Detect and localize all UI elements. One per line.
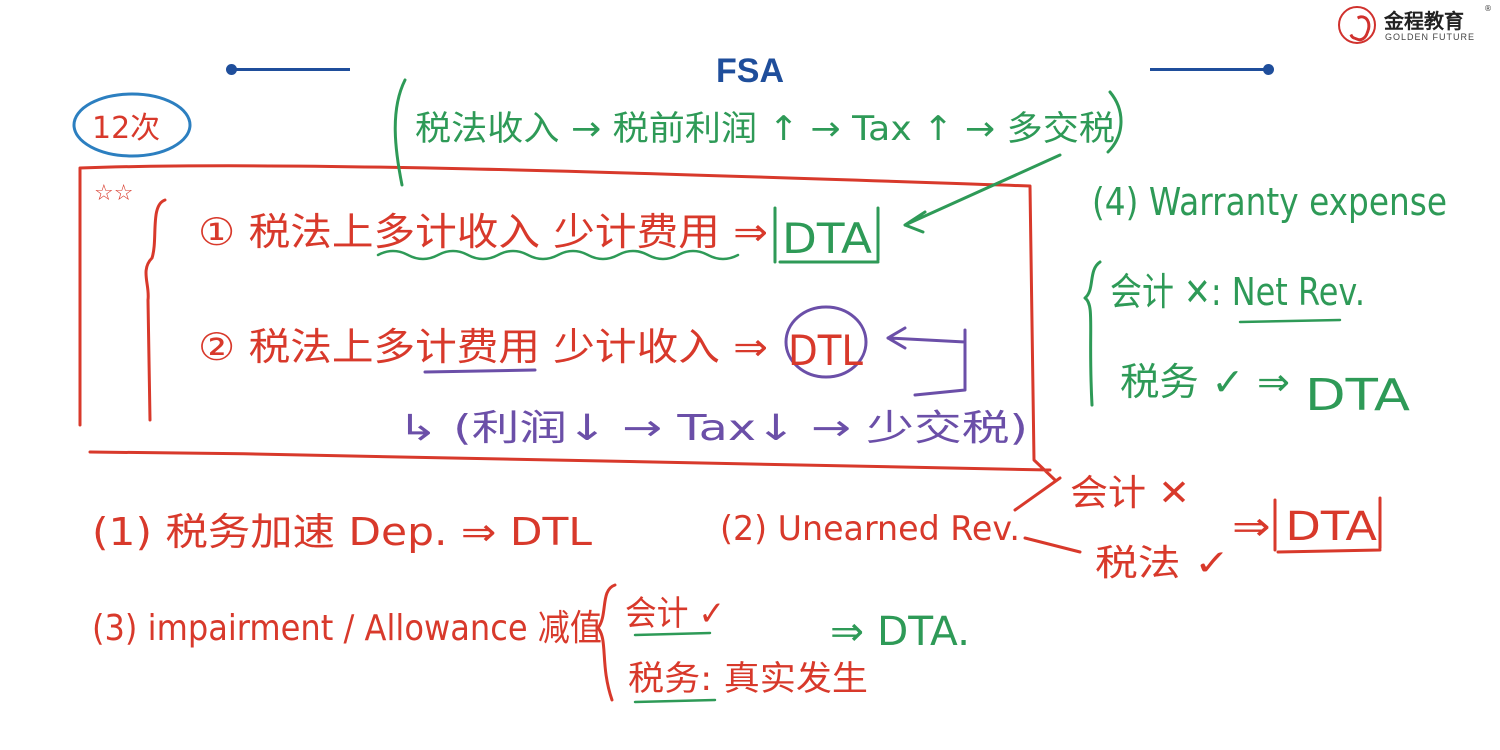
note-dep-line: (1) 税务加速 Dep. ⇒ DTL bbox=[92, 510, 592, 554]
unearned-arrow-up bbox=[1013, 476, 1062, 512]
note-item2-chain: ↳ (利润↓ → Tax↓ → 少交税) bbox=[398, 408, 1028, 449]
warranty-brace bbox=[1083, 260, 1102, 407]
note-item1-result: DTA bbox=[782, 214, 872, 263]
title-left-line bbox=[232, 68, 350, 71]
note-unearned-tax: 税法 ✓ bbox=[1095, 543, 1230, 584]
title-right-line bbox=[1150, 68, 1268, 71]
impair-brace bbox=[596, 583, 617, 702]
brand-seal-icon bbox=[1338, 6, 1376, 44]
title-left-dot bbox=[226, 64, 237, 75]
dta-box bbox=[773, 206, 880, 264]
note-item1: ① 税法上多计收入 少计费用 ⇒ bbox=[198, 210, 768, 254]
impair-underline bbox=[633, 631, 717, 704]
dta-box-2 bbox=[1273, 496, 1382, 554]
fee-underline bbox=[423, 368, 537, 374]
note-stars: ☆☆ bbox=[94, 181, 133, 206]
note-unearned-label: (2) Unearned Rev. bbox=[720, 509, 1020, 549]
wavy-underline bbox=[376, 249, 740, 261]
unearned-arrow-down bbox=[1023, 536, 1082, 554]
note-unearned-result: ⇒ DTA bbox=[1232, 504, 1378, 550]
note-impair-result: ⇒ DTA. bbox=[830, 609, 970, 655]
corner-circle bbox=[72, 92, 192, 158]
registered-mark: ® bbox=[1484, 4, 1492, 13]
top-bracket bbox=[393, 78, 1123, 187]
green-arrow bbox=[903, 153, 1062, 234]
note-warranty-head: (4) Warranty expense bbox=[1092, 180, 1447, 224]
note-warranty-tax: 税务 ✓ ⇒ bbox=[1120, 360, 1290, 404]
netrev-underline bbox=[1238, 318, 1342, 324]
box-brace bbox=[144, 198, 167, 422]
title-right-dot bbox=[1263, 64, 1274, 75]
note-item2-result: DTL bbox=[788, 326, 864, 375]
note-top-chain: 税法收入 → 税前利润 ↑ → Tax ↑ → 多交税 bbox=[415, 109, 1115, 149]
note-impair-accounting: 会计 ✓ bbox=[625, 594, 725, 634]
brand-name-en: GOLDEN FUTURE bbox=[1385, 32, 1476, 42]
brand-name-cn: 金程教育 bbox=[1384, 9, 1464, 33]
brand-logo: 金程教育 ® GOLDEN FUTURE bbox=[1336, 4, 1496, 46]
red-box bbox=[78, 164, 1057, 482]
note-impair-tax: 税务: 真实发生 bbox=[628, 659, 868, 699]
note-unearned-accounting: 会计 ✕ bbox=[1070, 473, 1190, 514]
note-corner: 12次 bbox=[92, 111, 160, 146]
note-warranty-result: DTA bbox=[1305, 370, 1410, 421]
purple-arrow bbox=[886, 326, 967, 397]
slide-title: FSA bbox=[716, 52, 784, 90]
note-warranty-accounting: 会计 ✕: Net Rev. bbox=[1110, 270, 1365, 314]
dtl-circle bbox=[784, 305, 868, 379]
note-impair-line: (3) impairment / Allowance 减值 bbox=[92, 608, 602, 649]
note-item2: ② 税法上多计费用 少计收入 ⇒ bbox=[198, 325, 768, 369]
